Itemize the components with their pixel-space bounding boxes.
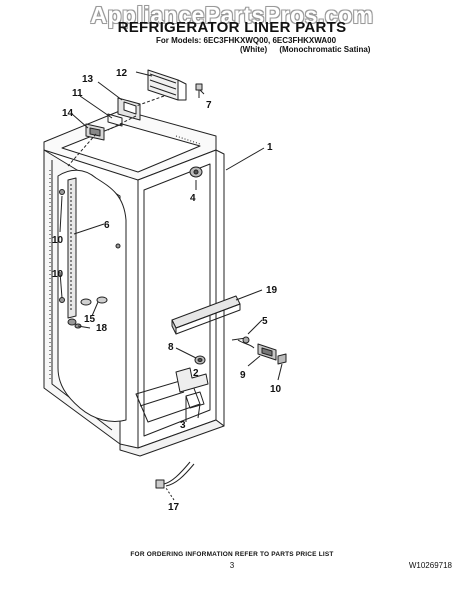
- callout-6: 6: [104, 220, 110, 231]
- mount-fastener-4: [189, 166, 203, 178]
- plug-fastener-8: [194, 355, 206, 365]
- callout-19: 19: [266, 285, 278, 296]
- callout-5: 5: [262, 316, 268, 327]
- callout-15: 15: [84, 314, 96, 325]
- callout-12: 12: [116, 68, 128, 79]
- screw-fastener-7: [195, 83, 203, 98]
- callout-leaders: [59, 71, 283, 501]
- variant-white: (White): [240, 45, 268, 54]
- callout-labels: 1 2 3 4 5 6 7 8 9 10 10 10 11 12 13 14 1…: [52, 68, 282, 513]
- page-title: REFRIGERATOR LINER PARTS: [117, 19, 347, 36]
- shelf-ladder-rail: [67, 177, 77, 319]
- wire-tie: [155, 461, 195, 489]
- callout-11: 11: [72, 88, 83, 99]
- document-number: W10269718: [408, 561, 452, 570]
- callout-8: 8: [168, 342, 174, 353]
- callout-14: 14: [62, 108, 74, 119]
- watermark: AppliancePartsPros.com: [90, 2, 374, 28]
- callout-17: 17: [168, 502, 180, 513]
- callout-13: 13: [82, 74, 94, 85]
- bottom-bracket-parts: [175, 367, 209, 409]
- crisper-rail: [171, 295, 241, 335]
- callout-4: 4: [190, 193, 196, 204]
- callout-10-right: 10: [270, 384, 282, 395]
- models-line: For Models: 6EC3FHKXWQ00, 6EC3FHKXWA00: [156, 36, 337, 45]
- callout-9: 9: [240, 370, 246, 381]
- callout-1: 1: [267, 142, 273, 153]
- callout-7: 7: [206, 100, 212, 111]
- callout-3: 3: [180, 420, 186, 431]
- clip-parts-15-18: [67, 296, 108, 329]
- ladder-screws-10: [59, 189, 121, 303]
- callout-2: 2: [193, 368, 199, 379]
- page-number: 3: [229, 561, 235, 570]
- model-variants: (White) (Monochromatic Satina): [240, 45, 380, 54]
- control-housing-assembly: [67, 69, 187, 167]
- light-switch-assembly: [231, 336, 287, 365]
- variant-satina: (Monochromatic Satina): [279, 45, 371, 54]
- ordering-note: FOR ORDERING INFORMATION REFER TO PARTS …: [130, 551, 334, 558]
- callout-10-lower: 10: [52, 269, 64, 280]
- callout-18: 18: [96, 323, 108, 334]
- callout-10-upper: 10: [52, 235, 64, 246]
